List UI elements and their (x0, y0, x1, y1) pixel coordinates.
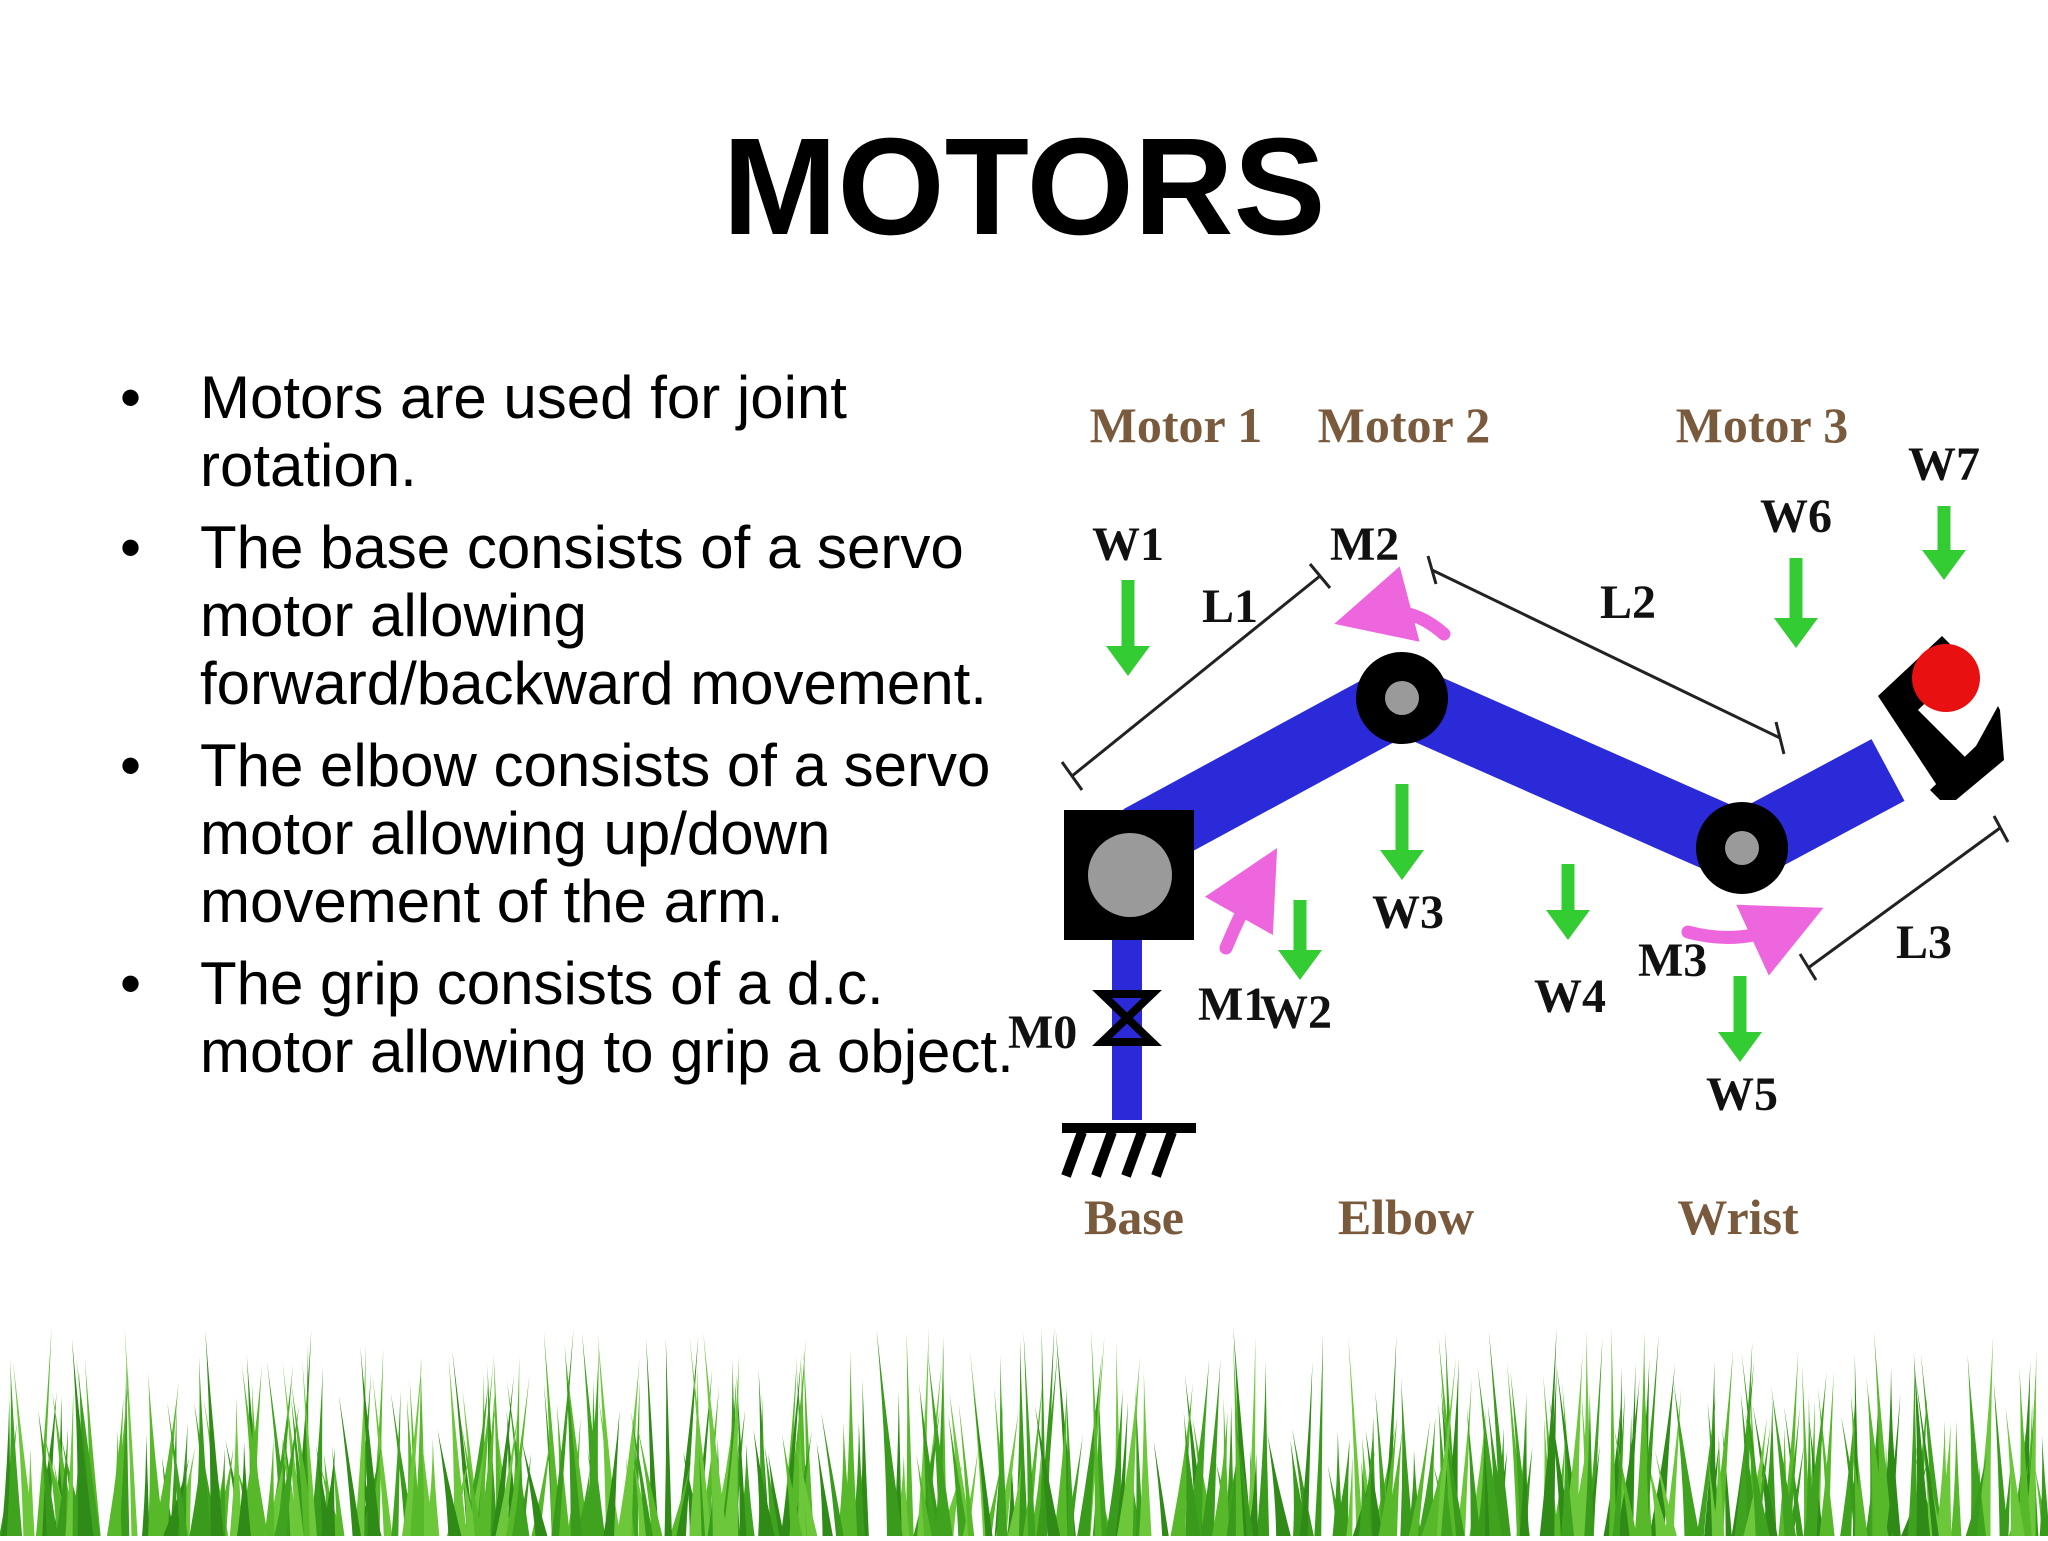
bullet-text: Motors are used for joint rotation. (200, 364, 847, 499)
bullet-item: • The grip consists of a d.c. motor allow… (120, 950, 1020, 1086)
m3-label: M3 (1638, 934, 1707, 987)
gripped-object (1912, 644, 1980, 712)
motor-2-label: Motor 2 (1318, 397, 1491, 453)
w6-label: W6 (1760, 490, 1832, 543)
wrist-label: Wrist (1677, 1189, 1799, 1245)
slide-title: MOTORS (722, 110, 1326, 264)
l1-label: L1 (1202, 580, 1258, 633)
bullet-list: • Motors are used for joint rotation. • Th… (120, 364, 1020, 1100)
w2-label: W2 (1260, 986, 1332, 1039)
l2-label: L2 (1600, 576, 1656, 629)
rotation-arrows (1204, 566, 1824, 976)
m1-label: M1 (1198, 978, 1267, 1031)
elbow-label: Elbow (1338, 1189, 1474, 1245)
w7-label: W7 (1908, 438, 1980, 491)
bullet-dot: • (120, 732, 142, 799)
w3-label: W3 (1372, 886, 1444, 939)
motor-1-label: Motor 1 (1090, 397, 1263, 453)
bullet-item: • The base consists of a servo motor allo… (120, 514, 1020, 718)
l3-label: L3 (1896, 916, 1952, 969)
bullet-text: The grip consists of a d.c. motor allowi… (200, 950, 1014, 1085)
bullet-dot: • (120, 364, 142, 431)
base-label: Base (1084, 1189, 1184, 1245)
dimension-lines (1060, 555, 2010, 981)
grass-decoration (0, 1320, 2048, 1536)
m0-valve-icon (1092, 990, 1162, 1046)
bullet-item: • Motors are used for joint rotation. (120, 364, 1020, 500)
bullet-text: The elbow consists of a servo motor allo… (200, 732, 991, 935)
ground-hatch-icon (1061, 1123, 1196, 1178)
bullet-item: • The elbow consists of a servo motor all… (120, 732, 1020, 936)
w4-label: W4 (1534, 970, 1606, 1023)
bullet-dot: • (120, 514, 142, 581)
base-joint (1088, 833, 1172, 917)
m0-label: M0 (1008, 1006, 1077, 1059)
weight-arrows (1106, 506, 1966, 1062)
robot-arm-diagram: Motor 1 Motor 2 Motor 3 Base Elbow Wrist… (1000, 380, 2048, 1300)
m2-label: M2 (1330, 518, 1399, 571)
w1-label: W1 (1092, 518, 1164, 571)
motor-3-label: Motor 3 (1676, 397, 1849, 453)
w5-label: W5 (1706, 1068, 1778, 1121)
bullet-text: The base consists of a servo motor allow… (200, 514, 987, 717)
bullet-dot: • (120, 950, 142, 1017)
